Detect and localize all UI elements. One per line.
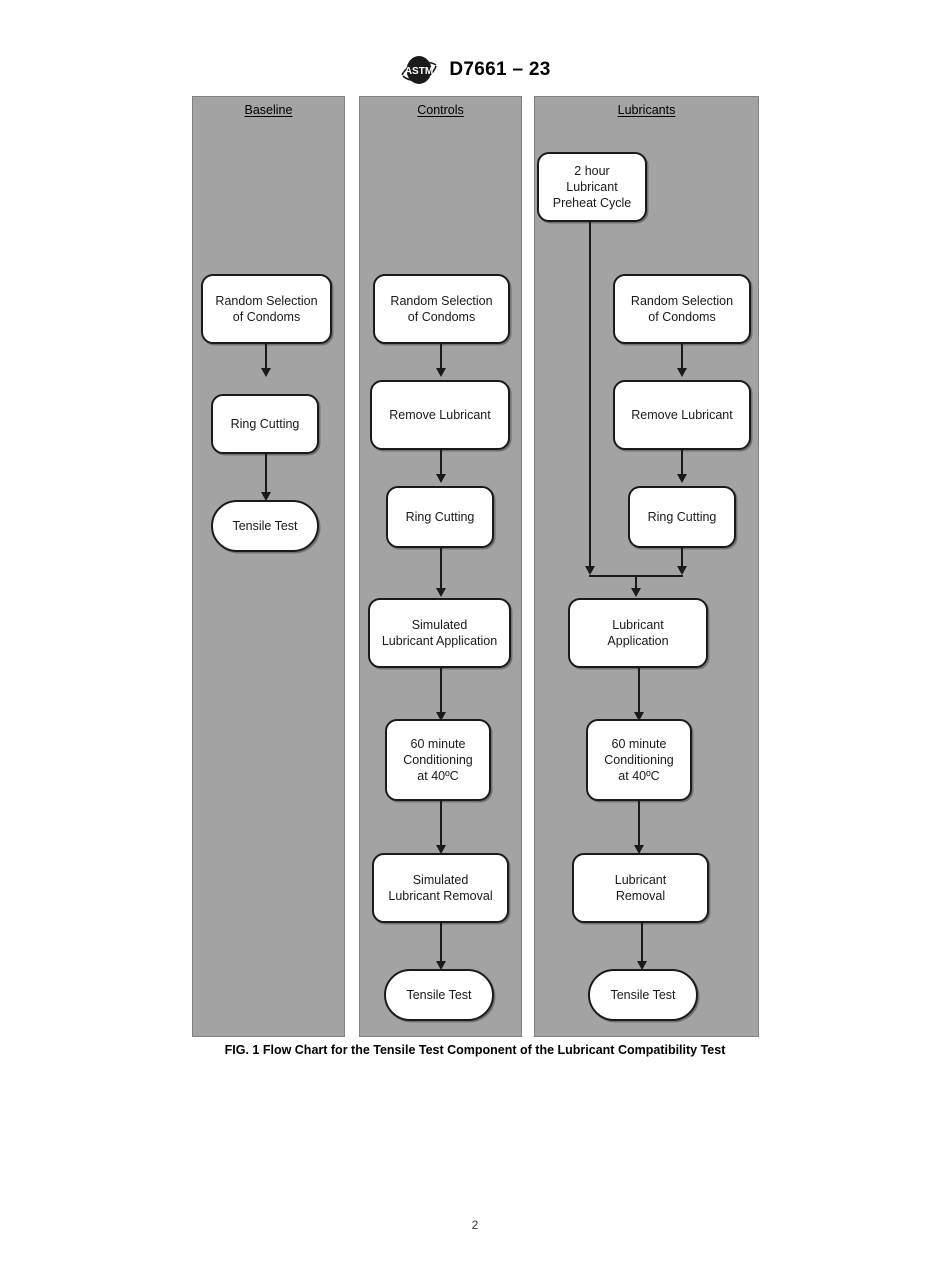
arrow-controls-5 xyxy=(435,845,446,854)
connector-controls-6 xyxy=(440,923,443,965)
panel-title-baseline: Baseline xyxy=(244,103,293,117)
arrow-controls-6 xyxy=(435,961,446,970)
connector-controls-2 xyxy=(440,450,443,478)
node-controls-tensile-test: Tensile Test xyxy=(384,969,494,1021)
node-controls-conditioning: 60 minute Conditioning at 40ºC xyxy=(385,719,491,801)
node-lubricants-random-selection: Random Selection of Condoms xyxy=(613,274,751,344)
arrow-controls-3 xyxy=(435,588,446,597)
connector-lubricants-2 xyxy=(681,450,684,478)
figure-caption: FIG. 1 Flow Chart for the Tensile Test C… xyxy=(224,1043,726,1057)
arrow-lubricants-2 xyxy=(676,474,687,483)
arrow-baseline-2 xyxy=(260,492,271,501)
panel-baseline: Baseline xyxy=(192,96,345,1037)
connector-baseline-1 xyxy=(265,344,268,372)
node-baseline-tensile-test: Tensile Test xyxy=(211,500,319,552)
panel-title-controls: Controls xyxy=(417,103,464,117)
page-number: 2 xyxy=(471,1218,479,1232)
node-controls-simulated-lubricant-application: Simulated Lubricant Application xyxy=(368,598,511,668)
connector-lubricants-preheat-branch xyxy=(589,222,592,572)
arrow-controls-2 xyxy=(435,474,446,483)
node-baseline-random-selection: Random Selection of Condoms xyxy=(201,274,332,344)
connector-baseline-2 xyxy=(265,454,268,496)
node-lubricants-ring-cutting: Ring Cutting xyxy=(628,486,736,548)
connector-controls-3 xyxy=(440,548,443,592)
node-controls-simulated-lubricant-removal: Simulated Lubricant Removal xyxy=(372,853,509,923)
connector-lubricants-1 xyxy=(681,344,684,372)
node-lubricants-tensile-test: Tensile Test xyxy=(588,969,698,1021)
panel-title-lubricants: Lubricants xyxy=(617,103,676,117)
arrow-baseline-1 xyxy=(260,368,271,377)
arrow-lubricants-3 xyxy=(676,566,687,575)
arrow-lubricants-preheat-branch xyxy=(584,566,595,575)
document-designation: D7661 – 23 xyxy=(449,59,551,80)
connector-controls-4 xyxy=(440,668,443,716)
node-lubricants-remove-lubricant: Remove Lubricant xyxy=(613,380,751,450)
arrow-lubricants-5 xyxy=(633,845,644,854)
connector-lubricants-merge-descent xyxy=(635,575,638,592)
arrow-lubricants-6 xyxy=(636,961,647,970)
node-lubricants-preheat-cycle: 2 hour Lubricant Preheat Cycle xyxy=(537,152,647,222)
arrow-lubricants-4 xyxy=(633,712,644,721)
connector-lubricants-4 xyxy=(638,668,641,716)
node-controls-random-selection: Random Selection of Condoms xyxy=(373,274,510,344)
arrow-lubricants-1 xyxy=(676,368,687,377)
node-controls-remove-lubricant: Remove Lubricant xyxy=(370,380,510,450)
svg-text:ASTM: ASTM xyxy=(405,66,433,77)
arrow-lubricants-merge xyxy=(630,588,641,597)
astm-logo-icon: ASTM xyxy=(401,56,438,84)
connector-lubricants-5 xyxy=(638,801,641,849)
connector-lubricants-3 xyxy=(681,548,684,572)
node-baseline-ring-cutting: Ring Cutting xyxy=(211,394,319,454)
connector-controls-5 xyxy=(440,801,443,849)
connector-lubricants-6 xyxy=(641,923,644,965)
connector-controls-1 xyxy=(440,344,443,372)
arrow-controls-1 xyxy=(435,368,446,377)
node-lubricants-removal: Lubricant Removal xyxy=(572,853,709,923)
node-lubricants-application: Lubricant Application xyxy=(568,598,708,668)
node-controls-ring-cutting: Ring Cutting xyxy=(386,486,494,548)
node-lubricants-conditioning: 60 minute Conditioning at 40ºC xyxy=(586,719,692,801)
arrow-controls-4 xyxy=(435,712,446,721)
page-header: ASTM D7661 – 23 xyxy=(0,50,950,90)
